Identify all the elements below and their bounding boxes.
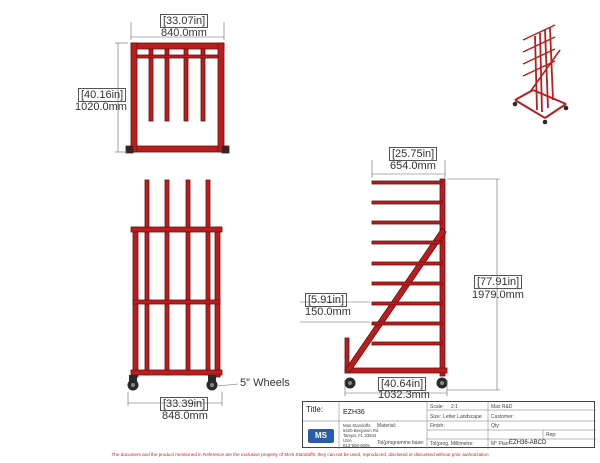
footer-note: The document and the product mentioned i… [111, 452, 489, 457]
front-view-mid-bar [132, 299, 221, 305]
side-view-shelf-6 [371, 281, 443, 286]
scale-label: Scale: [430, 404, 444, 410]
company-block: Mas Standoffs 6420 Benjamin Rd Tampa, FL… [343, 423, 378, 448]
side-view-shelf-2 [371, 200, 443, 205]
front-view-upright-4 [205, 179, 211, 376]
top-view-arm-1 [148, 48, 154, 122]
company-phone: 813-908-6005 [343, 443, 370, 448]
front-view-dimensions [127, 383, 239, 406]
side-top-in: [25.75in] [389, 147, 438, 161]
top-view-arm-3 [183, 48, 189, 122]
drafter: Mas R&D [491, 404, 513, 410]
part-value: EZH36-ABCD [509, 440, 547, 446]
top-view-arm-2 [164, 48, 170, 122]
side-view-shelf-4 [371, 240, 443, 245]
side-view-shelf-5 [371, 261, 443, 266]
qty-label: Qty: [491, 423, 501, 429]
title-label: Title: [306, 405, 324, 414]
top-view-left-rail [130, 42, 138, 153]
side-view-diagonal-brace [344, 227, 447, 373]
top-width-mm: 840.0mm [161, 27, 207, 39]
wheels-callout: 5" Wheels [240, 377, 290, 389]
side-view-shelf-1 [371, 180, 443, 185]
company-addr1: 6420 Benjamin Rd [343, 428, 379, 433]
side-spacing-in: [5.91in] [305, 293, 348, 307]
top-view [125, 42, 230, 154]
front-view-base-bar [130, 369, 223, 376]
front-width-mm: 848.0mm [162, 410, 208, 422]
front-view-upright-2 [164, 179, 170, 376]
part-label: M° Plan: [491, 441, 510, 447]
front-width-in: [33.39in] [160, 397, 209, 411]
front-view-wheels [127, 375, 218, 391]
company-name: Mas Standoffs [343, 423, 371, 428]
size-value: Letter Landscape [443, 414, 482, 420]
top-width-in: [33.07in] [160, 14, 209, 28]
top-depth-mm: 1020.0mm [75, 101, 127, 113]
logo-text: MS [315, 431, 327, 440]
company-addr2: Tampa, FL 33634 [343, 433, 377, 438]
front-view [130, 179, 223, 378]
top-view-right-rail [217, 42, 225, 153]
rep-label: Rep: [546, 432, 557, 438]
side-height-mm: 1979.0mm [472, 289, 524, 301]
wheel-leader-line [217, 383, 239, 387]
side-view-wheels [344, 377, 448, 389]
side-view [344, 178, 448, 377]
isometric-view [512, 24, 569, 125]
side-view-shelf-9 [371, 341, 443, 346]
title-block: Title: EZH36 Scale: 2:1 Mas R&D Size: Le… [302, 401, 596, 449]
scale-value: 2:1 [451, 404, 458, 410]
side-spacing-mm: 150.0mm [305, 306, 351, 318]
top-view-back-rail [130, 42, 225, 50]
top-view-cross-bar [136, 54, 219, 59]
side-view-base [344, 367, 448, 374]
front-view-upright-1 [144, 179, 150, 376]
side-view-shelf-3 [371, 220, 443, 225]
size-label: Size: [430, 414, 442, 420]
top-view-wheel-right [221, 145, 230, 154]
side-height-in: [77.91in] [474, 275, 523, 289]
top-depth-in: [40.16in] [78, 88, 127, 102]
material-label: Material: [377, 423, 397, 429]
side-top-mm: 654.0mm [390, 160, 436, 172]
title-block-grid [303, 402, 596, 449]
title-value: EZH36 [343, 409, 365, 416]
top-view-dimensions [115, 22, 225, 153]
top-view-arm-4 [200, 48, 206, 122]
company-country: USA [343, 438, 352, 443]
customer-label: Customer: [491, 414, 515, 420]
tol-label-1: Tol(programme base: [377, 440, 425, 446]
front-view-top-bar [130, 226, 223, 233]
side-view-shelf-8 [371, 321, 443, 326]
top-view-wheel-left [125, 145, 134, 154]
side-base-in: [40.64in] [378, 377, 427, 391]
tol-label-2: Tol(prog. Millimetre: [430, 441, 474, 447]
side-view-dimensions [300, 160, 500, 396]
top-view-front-rail [130, 145, 225, 153]
side-view-rear-post [344, 337, 350, 374]
side-base-mm: 1032.3mm [378, 389, 430, 401]
finish-label: Finish: [430, 423, 445, 429]
company-logo: MS [308, 429, 334, 443]
side-view-shelf-7 [371, 301, 443, 306]
side-view-mast [439, 178, 446, 377]
front-view-upright-3 [185, 179, 191, 376]
